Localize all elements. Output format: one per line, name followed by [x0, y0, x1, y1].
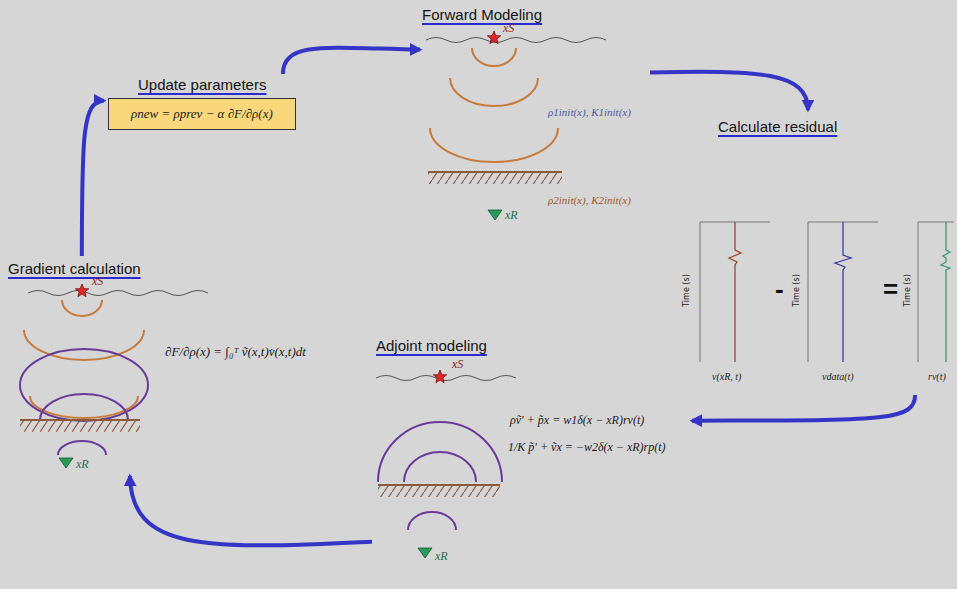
formula-box: ρnew = ρprev − α ∂F/∂ρ(x) — [108, 98, 296, 130]
operator: - — [775, 276, 784, 302]
update-panel: Update parameters ρnew = ρprev − α ∂F/∂ρ(… — [104, 74, 300, 132]
layer-parameters: ρ2init(x), K2init(x) — [548, 194, 631, 206]
operator: = — [883, 276, 898, 302]
adjoint-panel: Adjoint modeling ρṽ′ + p̃x = w1δ(x − xR)r… — [372, 335, 692, 575]
formula: 1/K p̃′ + ṽx = −w2δ(x − xR)rp(t) — [508, 439, 666, 455]
layer-parameters: ρ1init(x), K1init(x) — [548, 106, 631, 118]
trace-label: rv(t) — [928, 371, 946, 382]
gradient-panel: Gradient calculation ∂F/∂ρ(x) = ∫₀ᵀ ṽ(x,t… — [6, 256, 362, 476]
receiver-label: xR — [76, 457, 89, 472]
stage-heading: Adjoint modeling — [376, 337, 487, 355]
residual-traces — [700, 222, 954, 362]
source-label: xS — [503, 21, 514, 36]
gradient-sketch — [20, 284, 208, 468]
residual-panel: Calculate residual — [668, 110, 956, 395]
forward-sketch — [426, 31, 606, 220]
stage-heading: Calculate residual — [718, 118, 837, 136]
flow-arrow — [82, 101, 104, 256]
stage-heading: Update parameters — [138, 76, 266, 94]
stage-heading: Forward Modeling — [422, 6, 542, 24]
axis-label: Time (s) — [682, 274, 691, 307]
receiver-label: xR — [505, 208, 518, 223]
formula: ρnew = ρprev − α ∂F/∂ρ(x) — [131, 106, 273, 122]
flow-arrow — [692, 395, 915, 421]
receiver-label: xR — [435, 549, 448, 564]
formula: ρṽ′ + p̃x = w1δ(x − xR)rv(t) — [510, 412, 644, 428]
flow-arrow — [650, 72, 808, 110]
formula: ∂F/∂ρ(x) = ∫₀ᵀ ṽ(x,t)v̇(x,t)dt — [165, 344, 306, 360]
source-label: xS — [92, 274, 103, 289]
trace-label: vdata(t) — [822, 371, 854, 382]
source-label: xS — [452, 357, 463, 372]
stage-heading: Gradient calculation — [8, 260, 141, 278]
axis-label: Time (s) — [792, 274, 801, 307]
trace-label: v(xR, t) — [712, 371, 741, 382]
flow-arrow — [283, 48, 420, 74]
axis-label: Time (s) — [903, 274, 912, 307]
adjoint-sketch — [376, 370, 516, 558]
flow-arrow — [130, 476, 372, 545]
